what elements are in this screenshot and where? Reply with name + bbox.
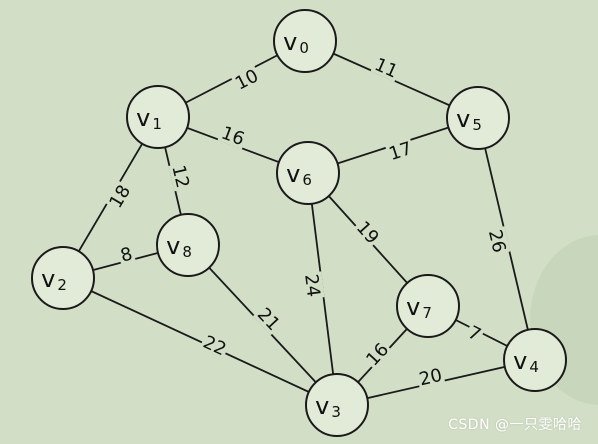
edge-v2-v3 xyxy=(62,277,338,406)
node-index: 6 xyxy=(302,171,312,189)
edge-weight-v1-v8: 12 xyxy=(167,161,194,192)
weight-label-bg xyxy=(485,226,511,257)
node-circle xyxy=(446,86,510,150)
node-circle xyxy=(156,213,220,277)
node-circle xyxy=(126,85,190,149)
node-letter: v xyxy=(406,293,420,321)
edge-weight-v5-v4: 26 xyxy=(484,226,511,257)
node-index: 5 xyxy=(472,116,482,134)
edge-weight-v5-v6: 17 xyxy=(384,136,416,165)
edge-weight-v8-v3: 21 xyxy=(252,302,286,336)
weight-label-bg xyxy=(168,161,194,192)
node-letter: v xyxy=(166,232,180,260)
node-circle xyxy=(305,373,369,437)
weight-label-bg xyxy=(384,136,416,165)
edge-weight-v3-v4: 20 xyxy=(415,363,446,391)
node-letter: v xyxy=(136,104,150,132)
node-circle xyxy=(503,328,567,392)
edge-weight-v7-v4: 7 xyxy=(463,320,486,346)
weight-text: 12 xyxy=(167,163,193,190)
weight-label-bg xyxy=(230,64,263,94)
node-letter: v xyxy=(286,160,300,188)
edge-weight-v3-v7: 16 xyxy=(360,337,394,371)
node-letter: v xyxy=(456,105,470,133)
weight-label-bg xyxy=(116,242,137,266)
node-index: 8 xyxy=(182,243,192,261)
node-letter: v xyxy=(513,347,527,375)
weight-text: 21 xyxy=(253,304,284,335)
edge-weight-v0-v1: 10 xyxy=(230,64,263,95)
weight-text: 18 xyxy=(105,182,135,212)
node-circle xyxy=(396,274,460,338)
weight-text: 22 xyxy=(200,332,230,361)
weight-text: 8 xyxy=(118,243,134,266)
weight-text: 10 xyxy=(232,65,262,94)
edge-weight-v0-v5: 11 xyxy=(370,53,403,83)
node-index: 4 xyxy=(529,358,539,376)
weight-text: 16 xyxy=(362,339,393,370)
node-circle xyxy=(273,9,337,73)
weight-label-bg xyxy=(415,363,446,390)
weight-label-bg xyxy=(463,320,486,346)
watermark: CSDN @一只雯哈哈 xyxy=(448,417,582,433)
edge-weight-v2-v8: 8 xyxy=(116,242,137,267)
node-letter: v xyxy=(315,392,329,420)
node-index: 0 xyxy=(299,39,309,57)
weight-text: 19 xyxy=(352,217,383,248)
node-index: 1 xyxy=(152,115,162,133)
node-index: 2 xyxy=(57,276,67,294)
edge-weight-v1-v6: 16 xyxy=(217,121,249,150)
edge-weight-v6-v7: 19 xyxy=(351,215,385,249)
edge-weight-v2-v3: 22 xyxy=(198,330,231,361)
weight-label-bg xyxy=(217,121,249,150)
node-circle xyxy=(276,141,340,205)
edge-weight-v1-v2: 18 xyxy=(104,179,135,213)
node-letter: v xyxy=(41,265,55,293)
weight-text: 26 xyxy=(484,228,510,255)
weight-text: 20 xyxy=(417,365,444,391)
weight-label-bg xyxy=(252,302,286,336)
weight-label-bg xyxy=(104,179,135,213)
node-index: 3 xyxy=(331,403,341,421)
node-letter: v xyxy=(283,28,297,56)
weight-label-bg xyxy=(198,330,231,360)
weight-label-bg xyxy=(370,53,403,82)
weight-label-bg xyxy=(351,215,385,249)
edge-weight-v6-v3: 24 xyxy=(300,271,325,300)
weight-text: 11 xyxy=(371,54,400,82)
node-index: 7 xyxy=(422,304,432,322)
weight-label-bg xyxy=(360,337,394,371)
weight-label-bg xyxy=(301,271,325,300)
node-circle xyxy=(31,246,95,310)
weight-text: 24 xyxy=(300,273,324,298)
